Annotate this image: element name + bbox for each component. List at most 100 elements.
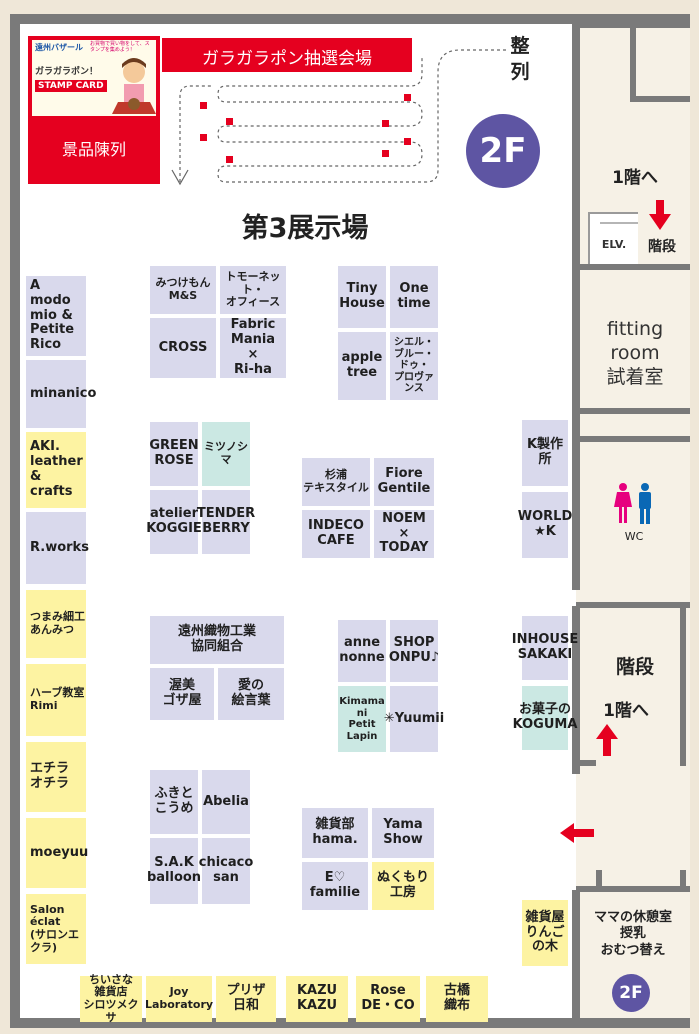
- right-wall-v5: [596, 870, 602, 890]
- lottery-label: ガラガラポン抽選会場: [202, 49, 372, 69]
- booth-atsumi-gozaya[interactable]: 渥美 ゴザ屋: [150, 668, 214, 720]
- booth-salon-eclat[interactable]: Salon éclat (サロンエクラ): [26, 894, 86, 964]
- queue-label: 整 列: [510, 35, 530, 83]
- booth-rose-deco[interactable]: Rose DE・CO: [356, 976, 420, 1022]
- queue-marker: [404, 94, 411, 101]
- booth-ai-no-egotoba[interactable]: 愛の 絵言葉: [218, 668, 284, 720]
- booth-mitsukemon[interactable]: みつけもん M&S: [150, 266, 216, 314]
- booth-green-rose[interactable]: GREEN ROSE: [149, 422, 199, 486]
- nursing-room-label: ママの休憩室 授乳 おむつ替え: [593, 910, 672, 958]
- stairs-mid-label: 階段: [615, 656, 654, 678]
- elevator-inner-line: [600, 222, 638, 224]
- lottery-girl-illustration: [112, 58, 156, 114]
- restroom-label: WC: [624, 530, 644, 543]
- booth-a-modo-mio[interactable]: A modo mio & Petite Rico: [26, 276, 86, 356]
- outer-wall-left: [10, 14, 20, 1024]
- fitting-room-label: fitting room 試着室: [606, 318, 664, 388]
- booth-sugiura-textile[interactable]: 杉浦 テキスタイル: [302, 458, 370, 506]
- right-wall-h6: [576, 602, 690, 608]
- right-wall-h3: [576, 264, 690, 270]
- queue-path: [171, 49, 506, 186]
- booth-kazu-kazu[interactable]: KAZU KAZU: [286, 976, 348, 1022]
- right-wall-h7: [576, 760, 596, 766]
- to-first-floor-top: 1階へ: [612, 168, 658, 188]
- booth-cross[interactable]: CROSS: [150, 318, 216, 378]
- booth-echira[interactable]: エチラ オチラ: [26, 742, 86, 812]
- stamp-card-brand: 遠州バザール: [35, 43, 83, 52]
- right-divider-wall: [572, 14, 580, 204]
- booth-aki-leather[interactable]: AKI. leather & crafts: [26, 432, 86, 508]
- right-wall-h4: [576, 408, 690, 414]
- floor-badge-2f: 2F: [466, 114, 540, 188]
- booth-hama[interactable]: 雑貨部 hama.: [302, 808, 368, 858]
- booth-furuhashi[interactable]: 古橋 織布: [426, 976, 488, 1022]
- booth-sak-balloon[interactable]: S.A.K balloon: [147, 838, 201, 904]
- booth-abelia[interactable]: Abelia: [202, 770, 250, 834]
- booth-nukumori-kobo[interactable]: ぬくもり 工房: [372, 862, 434, 910]
- booth-r-works[interactable]: R.works: [26, 512, 89, 584]
- booth-e-familie[interactable]: E♡ familie: [302, 862, 368, 910]
- booth-shirotsumekusa[interactable]: ちいさな 雑貨店 シロツメクサ: [80, 973, 142, 1023]
- right-wall-h2: [630, 96, 690, 102]
- booth-kimama-ni-petit-lapin[interactable]: Kimama ni Petit Lapin: [338, 686, 386, 752]
- booth-atelier-koggie[interactable]: atelier KOGGIE: [146, 490, 202, 554]
- booth-mitsunoshima[interactable]: ミツノシマ: [202, 422, 250, 486]
- hall-title: 第3展示場: [241, 213, 369, 244]
- booth-fukito-koume[interactable]: ふきと こうめ: [150, 770, 198, 834]
- elevator-box: [588, 212, 638, 264]
- arrow-left-icon: [560, 823, 594, 843]
- prize-label: 景品陳列: [61, 140, 126, 159]
- lottery-sign: [162, 38, 412, 72]
- booth-apple-tree[interactable]: apple tree: [338, 332, 386, 400]
- queue-marker: [382, 150, 389, 157]
- elevator-label: ELV.: [601, 238, 627, 251]
- stairs-top-label: 階段: [648, 239, 676, 255]
- right-divider-wall-3: [572, 266, 580, 416]
- booth-fabric-mania[interactable]: Fabric Mania × Ri-ha: [220, 317, 286, 378]
- queue-marker: [382, 120, 389, 127]
- booth-world-k[interactable]: WORLD ★K: [518, 492, 572, 558]
- booth-joy-laboratory[interactable]: Joy Laboratory: [145, 976, 213, 1022]
- queue-marker: [226, 156, 233, 163]
- booth-chicaco-san[interactable]: chicaco san: [199, 838, 253, 904]
- booth-anne-nonne[interactable]: anne nonne: [338, 620, 386, 682]
- to-first-floor-mid: 1階へ: [603, 701, 649, 721]
- booth-ciel-bleu[interactable]: シエル・ ブルー・ドゥ・ プロヴァンス: [390, 332, 438, 400]
- stamp-card-tagline: お買物で買い物をして、スタンプを集めよう！: [90, 41, 150, 53]
- outer-wall-top: [10, 14, 690, 24]
- right-wall-v2: [630, 24, 636, 100]
- stamp-card-image: 遠州バザール お買物で買い物をして、スタンプを集めよう！ ガラガラポン！ STA…: [32, 40, 156, 116]
- right-wall-v4: [680, 870, 686, 890]
- queue-marker: [200, 134, 207, 141]
- booth-anmitsu[interactable]: つまみ細工 あんみつ: [26, 590, 86, 658]
- booth-shop-onpu[interactable]: SHOP ONPU♪: [389, 620, 439, 682]
- restroom-icon: [614, 483, 651, 524]
- booth-enshu-orimono[interactable]: 遠州織物工業 協同組合: [150, 616, 284, 664]
- booth-indeco-cafe[interactable]: INDECO CAFE: [302, 510, 370, 558]
- queue-marker: [200, 102, 207, 109]
- booth-one-time[interactable]: One time: [390, 266, 438, 328]
- queue-marker: [226, 118, 233, 125]
- booth-minanico[interactable]: minanico: [26, 360, 96, 428]
- booth-k-seisakusho[interactable]: K製作所: [522, 420, 568, 486]
- booth-rimi[interactable]: ハーブ教室 Rimi: [26, 664, 86, 736]
- booth-tomonet[interactable]: トモーネット・ オフィース: [220, 266, 286, 314]
- booth-okashi-koguma[interactable]: お菓子の KOGUMA: [513, 686, 577, 750]
- main-floor: [20, 24, 576, 1018]
- booth-moeyuu[interactable]: moeyuu: [26, 818, 88, 888]
- stamp-card-name: STAMP CARD: [35, 80, 107, 92]
- arrow-up-icon: [596, 724, 618, 756]
- booth-yuumii[interactable]: ✳Yuumii: [384, 686, 444, 752]
- booth-fiore-gentile[interactable]: Fiore Gentile: [374, 458, 434, 506]
- outer-wall-bottom: [10, 1018, 690, 1028]
- right-divider-wall-6: [572, 890, 580, 1028]
- right-column: [576, 24, 690, 1018]
- booth-ringo-no-ki[interactable]: 雑貨屋 りんごの木: [522, 900, 568, 966]
- booth-yama-show[interactable]: Yama Show: [372, 808, 434, 858]
- booth-noem-today[interactable]: NOEM × TODAY: [374, 510, 434, 558]
- booth-inhouse-sakaki[interactable]: INHOUSE SAKAKI: [512, 616, 578, 680]
- booth-tiny-house[interactable]: Tiny House: [338, 266, 386, 328]
- booth-puriza-biyori[interactable]: プリザ 日和: [216, 976, 276, 1022]
- booth-tender-berry[interactable]: TENDER BERRY: [197, 490, 255, 554]
- right-divider-wall-2: [572, 204, 580, 266]
